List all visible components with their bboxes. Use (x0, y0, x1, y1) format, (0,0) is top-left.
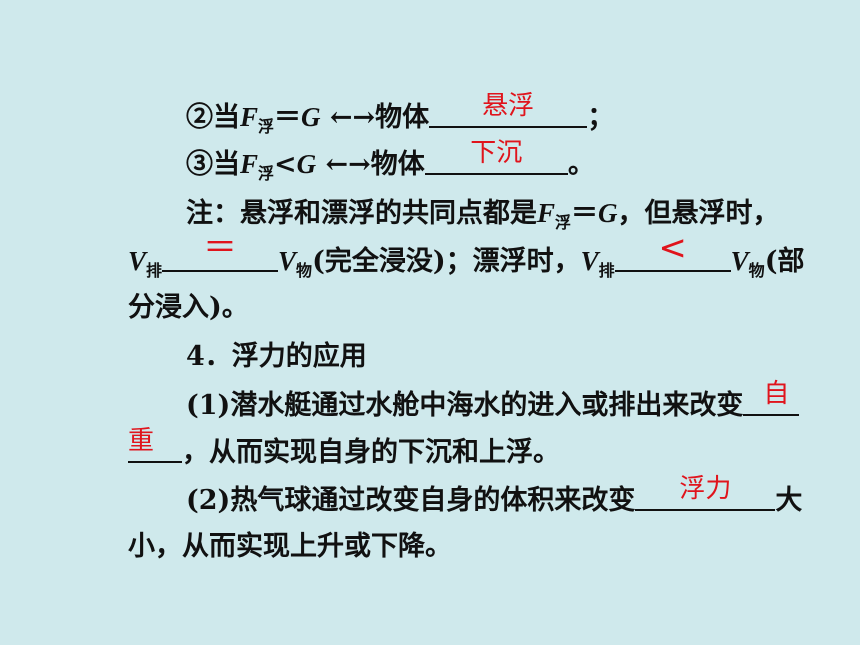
condition-sink-line: ③当F浮<G ←→物体 下沉 。 (186, 138, 595, 188)
balloon-line: (2)热气球通过改变自身的体积来改变 浮力 大 (186, 474, 803, 521)
balloon-continuation-line: 小，从而实现上升或下降。 (128, 527, 452, 567)
line-suffix: 。 (567, 149, 595, 180)
volume-subscript: 排 (598, 261, 615, 280)
note-prefix: 注：悬浮和漂浮的共同点都是 (186, 198, 537, 229)
answer-blank: 浮力 (635, 474, 776, 511)
force-symbol: F (240, 149, 259, 179)
answer-text: ＝ (203, 228, 238, 268)
line-text: (1)潜水艇通过水舱中海水的进入或排出来改变 (186, 390, 744, 421)
line-text: 小，从而实现上升或下降。 (128, 531, 452, 562)
force-subscript: 浮 (555, 213, 572, 232)
condition-prefix: ②当 (186, 102, 240, 133)
line-suffix: (部 (764, 246, 805, 277)
volume-subscript: 物 (296, 261, 313, 280)
volume-subscript: 物 (748, 261, 765, 280)
submarine-line: (1)潜水艇通过水舱中海水的进入或排出来改变自 (186, 379, 800, 426)
volume-subscript: 排 (146, 261, 163, 280)
force-symbol: F (537, 198, 556, 228)
arrow-text: ←→物体 (316, 149, 425, 180)
volume-symbol: V (128, 246, 147, 276)
volume-symbol: V (278, 246, 297, 276)
line-text: 分浸入)。 (128, 292, 249, 323)
answer-blank: 悬浮 (429, 91, 588, 128)
answer-text: 悬浮 (482, 91, 535, 121)
middle-text: (完全浸没)；漂浮时， (312, 246, 581, 277)
answer-blank: 下沉 (424, 138, 568, 175)
continuation-line: 分浸入)。 (128, 288, 249, 328)
condition-prefix: ③当 (186, 149, 240, 180)
answer-text: < (658, 228, 687, 268)
gravity-symbol: G (598, 198, 618, 228)
relation-symbol: ＝ (571, 198, 599, 229)
volume-symbol: V (730, 246, 749, 276)
gravity-symbol: G (301, 102, 321, 132)
answer-blank: 自 (743, 379, 800, 416)
answer-text: 浮力 (679, 474, 732, 504)
answer-text: 下沉 (470, 138, 523, 168)
condition-suspend-line: ②当F浮＝G ←→物体 悬浮 ； (186, 91, 615, 141)
line-suffix: 大 (775, 485, 803, 516)
line-text: ，从而实现自身的下沉和上浮。 (182, 437, 560, 468)
section-heading: 4．浮力的应用 (186, 337, 367, 377)
heading-text: 4．浮力的应用 (186, 341, 367, 372)
note-line: 注：悬浮和漂浮的共同点都是F浮＝G，但悬浮时， (186, 193, 780, 237)
submarine-continuation-line: 重 ，从而实现自身的下沉和上浮。 (128, 426, 560, 473)
line-suffix: ； (587, 102, 615, 133)
answer-text: 自 (763, 379, 790, 409)
answer-blank: ＝ (162, 228, 279, 272)
force-subscript: 浮 (258, 117, 275, 136)
arrow-text: ←→物体 (320, 102, 430, 133)
volume-symbol: V (580, 246, 599, 276)
relation-symbol: < (274, 149, 297, 180)
line-text: (2)热气球通过改变自身的体积来改变 (186, 485, 636, 516)
volume-comparison-line: V排＝V物(完全浸没)；漂浮时，V排<V物(部 (128, 228, 805, 285)
relation-symbol: ＝ (274, 102, 302, 133)
note-suffix: ，但悬浮时， (617, 198, 780, 229)
answer-text: 重 (128, 426, 155, 456)
answer-blank: 重 (128, 426, 182, 463)
force-symbol: F (240, 102, 259, 132)
gravity-symbol: G (296, 149, 317, 179)
answer-blank: < (614, 228, 731, 272)
force-subscript: 浮 (258, 164, 275, 183)
